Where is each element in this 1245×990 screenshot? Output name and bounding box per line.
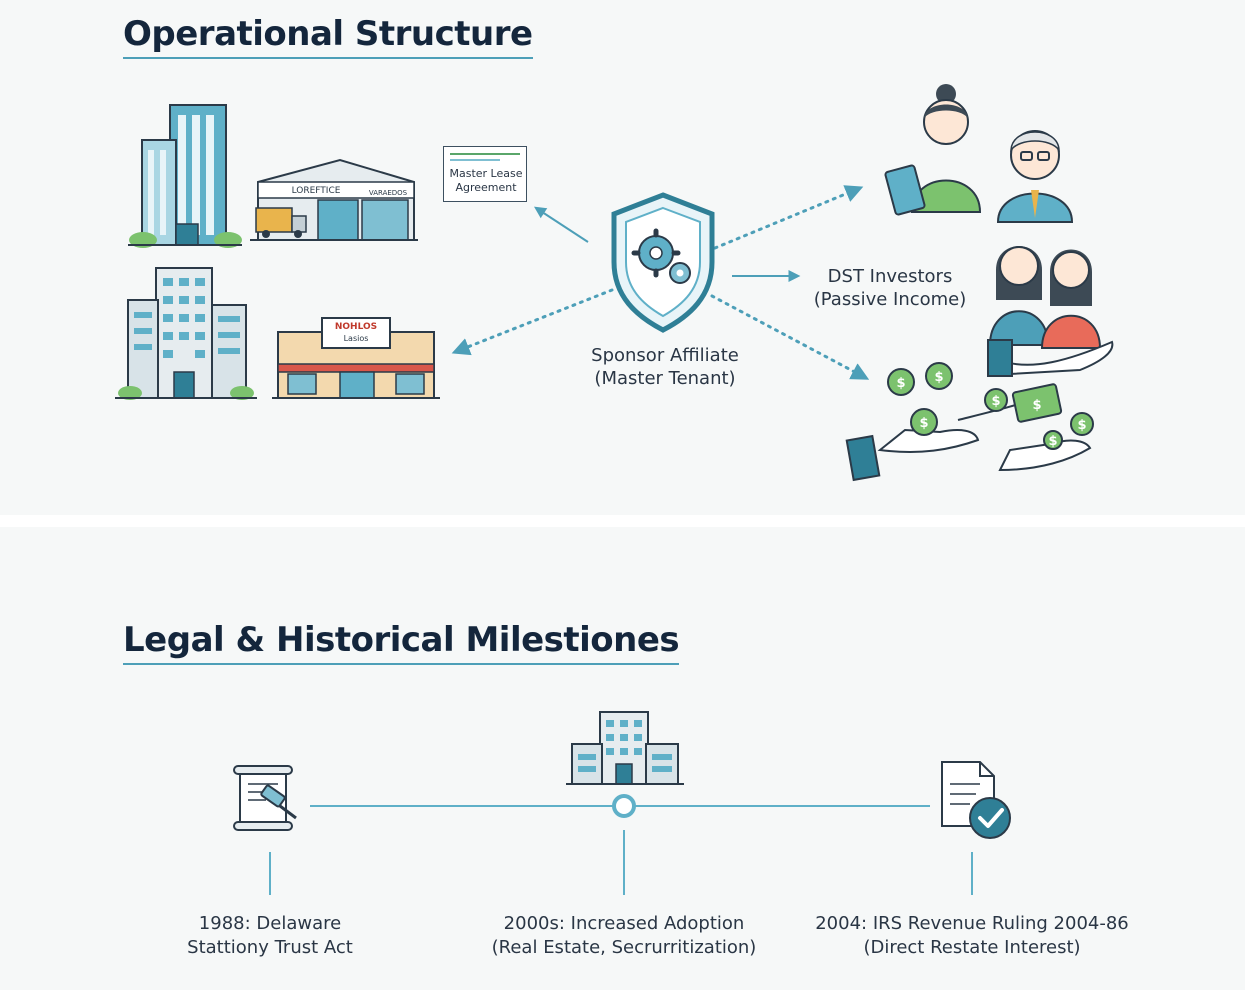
milestone-2004-label: 2004: IRS Revenue Ruling 2004-86 (Direct… bbox=[802, 912, 1142, 960]
document-check-icon bbox=[941, 761, 1011, 839]
svg-text:$: $ bbox=[1048, 434, 1057, 449]
office-tower-icon bbox=[128, 104, 242, 248]
scroll-gavel-icon bbox=[233, 765, 297, 831]
sponsor-label-line2: (Master Tenant) bbox=[594, 368, 736, 389]
milestone-3-line2: (Direct Restate Interest) bbox=[863, 937, 1081, 958]
investors-label-line2: (Passive Income) bbox=[813, 289, 967, 310]
retail-sign-line1: NOHLOS bbox=[335, 322, 377, 332]
svg-text:$: $ bbox=[919, 416, 928, 431]
warehouse-sign-left: LOREFTICE bbox=[292, 186, 341, 196]
operational-structure-title: Operational Structure bbox=[123, 14, 533, 59]
master-lease-document: Master Lease Agreement bbox=[443, 146, 527, 202]
milestone-2000s-label: 2000s: Increased Adoption (Real Estate, … bbox=[474, 912, 774, 960]
timeline-node bbox=[612, 794, 636, 818]
milestone-1-line2: Stattiony Trust Act bbox=[187, 937, 353, 958]
investors-label-line1: DST Investors bbox=[827, 266, 953, 287]
milestone-building-icon bbox=[566, 711, 684, 785]
warehouse-sign-right: VARAEDOS bbox=[369, 189, 408, 197]
shield-gear-icon bbox=[611, 192, 715, 333]
svg-text:$: $ bbox=[1077, 418, 1086, 433]
svg-text:$: $ bbox=[934, 370, 943, 385]
arrow-to-investors-top bbox=[713, 185, 864, 250]
milestone-1988-label: 1988: Delaware Stattiony Trust Act bbox=[150, 912, 390, 960]
svg-text:$: $ bbox=[991, 394, 1000, 409]
milestone-2-line1: 2000s: Increased Adoption bbox=[503, 913, 745, 934]
milestone-1-line1: 1988: Delaware bbox=[198, 913, 342, 934]
income-hands-coins-icon: $ $ $ $ $ $ $ bbox=[845, 362, 1094, 482]
arrow-to-lease bbox=[533, 206, 589, 243]
arrow-to-properties bbox=[451, 288, 614, 356]
svg-text:$: $ bbox=[1032, 398, 1041, 413]
warehouse-icon: LOREFTICE VARAEDOS bbox=[250, 158, 418, 241]
lease-doc-line bbox=[450, 159, 500, 161]
investors-label: DST Investors (Passive Income) bbox=[810, 265, 970, 311]
lease-document-label: Master Lease Agreement bbox=[446, 167, 526, 195]
lease-label-line2: Agreement bbox=[455, 181, 517, 194]
investor-elderly-man-icon bbox=[996, 130, 1074, 223]
retail-store-icon: NOHLOS Lasios bbox=[272, 317, 440, 399]
milestones-title: Legal & Historical Milestiones bbox=[123, 620, 680, 665]
apartment-building-icon bbox=[115, 267, 257, 400]
lease-doc-line bbox=[450, 153, 520, 155]
arrow-to-income bbox=[710, 294, 870, 380]
investor-couple-icon bbox=[987, 246, 1114, 377]
milestone-2-line2: (Real Estate, Secrurritization) bbox=[491, 937, 757, 958]
lease-label-line1: Master Lease bbox=[449, 167, 523, 180]
retail-sign-line2: Lasios bbox=[344, 334, 369, 343]
section-divider bbox=[0, 515, 1245, 527]
investor-woman-tablet-icon bbox=[884, 84, 982, 216]
sponsor-label-line1: Sponsor Affiliate bbox=[591, 345, 739, 366]
sponsor-label: Sponsor Affiliate (Master Tenant) bbox=[585, 344, 745, 390]
milestone-3-line1: 2004: IRS Revenue Ruling 2004-86 bbox=[815, 913, 1129, 934]
svg-text:$: $ bbox=[896, 376, 905, 391]
